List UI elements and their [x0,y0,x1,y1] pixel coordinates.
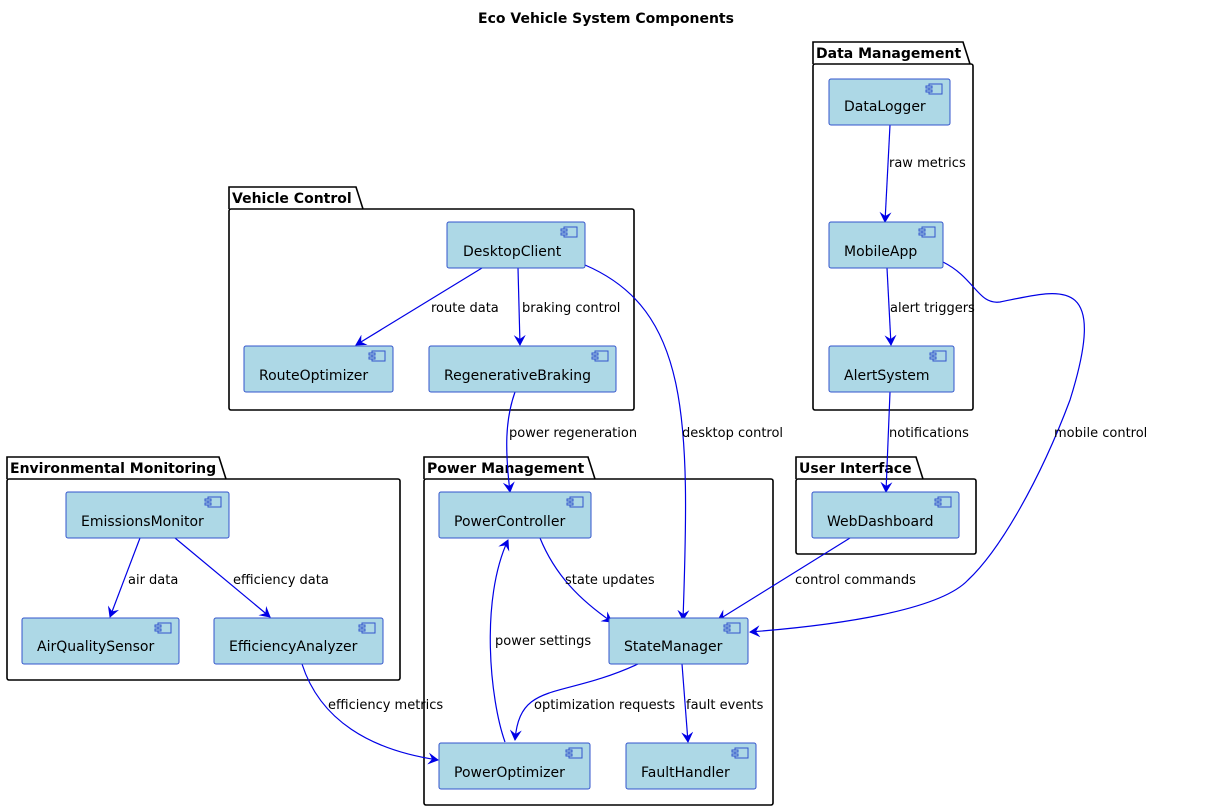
svg-text:PowerOptimizer: PowerOptimizer [454,765,565,781]
component-icon [560,226,578,238]
svg-text:FaultHandler: FaultHandler [641,765,730,781]
edge-power-regeneration [502,391,516,493]
component-desktop-client: DesktopClient [446,221,586,269]
svg-text:AlertSystem: AlertSystem [844,368,930,384]
edge-label-desktop-control: desktop control [682,426,783,441]
component-regenerative-braking: RegenerativeBraking [428,345,617,393]
component-power-optimizer: PowerOptimizer [438,742,591,790]
edge-efficiency-metrics [301,663,439,765]
edge-label-alert-triggers: alert triggers [890,301,975,316]
edge-alert-triggers [884,267,897,346]
svg-text:DataLogger: DataLogger [844,99,926,115]
edge-label-control-commands: control commands [795,573,916,588]
svg-text:MobileApp: MobileApp [844,244,917,260]
svg-text:StateManager: StateManager [624,639,723,655]
edge-raw-metrics [879,124,892,223]
svg-text:DesktopClient: DesktopClient [463,244,562,260]
component-icon [204,496,222,508]
edge-label-mobile-control: mobile control [1054,426,1147,441]
component-icon [358,622,376,634]
edge-fault-events [681,663,694,743]
package-body [423,478,774,806]
edge-label-power-regeneration: power regeneration [509,426,637,441]
edge-optimization-requests [509,663,639,741]
svg-text:EmissionsMonitor: EmissionsMonitor [81,514,204,530]
edge-label-efficiency-data: efficiency data [233,573,329,588]
component-icon [591,350,609,362]
component-route-optimizer: RouteOptimizer [243,345,394,393]
package-title: Data Management [816,46,961,62]
package-user-interface: User Interface [795,456,977,555]
diagram-title: Eco Vehicle System Components [478,11,734,27]
svg-text:RegenerativeBraking: RegenerativeBraking [444,368,591,384]
edge-control-commands [717,537,851,621]
edge-route-data [355,267,483,346]
package-body [228,208,635,411]
component-icon [929,350,947,362]
package-environmental-monitoring: Environmental Monitoring [6,456,401,681]
edge-mobile-control [749,261,1085,638]
package-tab [423,456,596,480]
component-icon [565,747,583,759]
component-alert-system: AlertSystem [828,345,955,393]
edge-power-settings [489,539,510,743]
svg-text:RouteOptimizer: RouteOptimizer [259,368,368,384]
component-icon [154,622,172,634]
package-tab [812,41,971,65]
package-tab [795,456,924,480]
component-icon [368,350,386,362]
package-vehicle-control: Vehicle Control [228,186,635,411]
edge-label-state-updates: state updates [565,573,655,588]
edges: route data braking control desktop contr… [107,124,1147,765]
package-tab [228,186,364,210]
edge-notifications [880,391,893,493]
edge-air-data [107,537,141,618]
package-body [6,478,401,681]
edge-efficiency-data [174,537,271,618]
svg-text:AirQualitySensor: AirQualitySensor [37,639,154,655]
edge-desktop-control [584,264,690,621]
package-title: Vehicle Control [232,191,352,207]
svg-text:EfficiencyAnalyzer: EfficiencyAnalyzer [229,639,358,655]
package-power-management: Power Management [423,456,774,806]
edge-label-power-settings: power settings [495,634,591,649]
edge-braking-control [513,267,526,346]
package-title: Environmental Monitoring [10,461,216,477]
component-icon [925,83,943,95]
package-title: User Interface [799,461,912,477]
edge-label-route-data: route data [431,301,499,316]
svg-text:PowerController: PowerController [454,514,565,530]
edge-label-fault-events: fault events [686,698,764,713]
package-tab [6,456,227,480]
edge-label-braking-control: braking control [522,301,620,316]
component-icon [934,496,952,508]
component-power-controller: PowerController [438,491,592,539]
component-emissions-monitor: EmissionsMonitor [65,491,230,539]
package-data-management: Data Management [812,41,974,411]
component-web-dashboard: WebDashboard [811,491,960,539]
component-fault-handler: FaultHandler [625,742,757,790]
component-efficiency-analyzer: EfficiencyAnalyzer [213,617,384,665]
edge-state-updates [539,537,613,623]
component-state-manager: StateManager [608,617,749,665]
component-icon [723,622,741,634]
edge-label-efficiency-metrics: efficiency metrics [328,698,443,713]
svg-text:WebDashboard: WebDashboard [827,514,933,530]
component-icon [731,747,749,759]
component-mobile-app: MobileApp [828,221,944,269]
edge-label-optimization-requests: optimization requests [534,698,675,713]
component-icon [566,496,584,508]
component-air-quality-sensor: AirQualitySensor [21,617,180,665]
component-icon [918,226,936,238]
package-title: Power Management [427,461,584,477]
package-body [812,63,974,411]
edge-label-air-data: air data [128,573,178,588]
component-data-logger: DataLogger [828,78,951,126]
edge-label-notifications: notifications [889,426,969,441]
edge-label-raw-metrics: raw metrics [889,156,966,171]
